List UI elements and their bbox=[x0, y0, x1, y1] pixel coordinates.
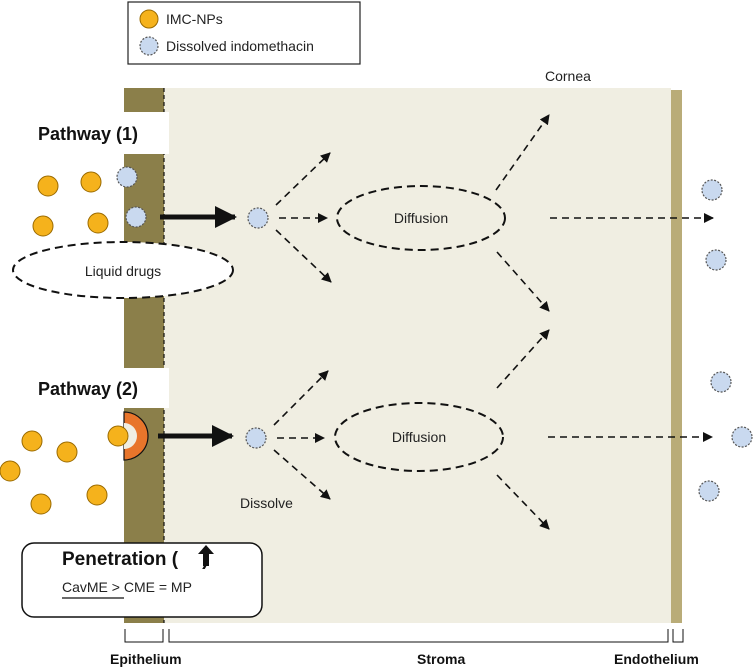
legend-dissolved-label: Dissolved indomethacin bbox=[166, 38, 314, 54]
arrow-up-icon bbox=[198, 545, 214, 566]
diffusion-ellipse-2 bbox=[334, 402, 504, 472]
nanoparticle bbox=[30, 493, 52, 515]
liquid-drugs-ellipse bbox=[12, 241, 234, 299]
liquid-drugs-label: Liquid drugs bbox=[85, 263, 161, 279]
nanoparticle bbox=[80, 171, 102, 193]
nanoparticle bbox=[37, 175, 59, 197]
nanoparticle bbox=[86, 484, 108, 506]
dissolved-drug bbox=[116, 166, 138, 188]
dissolved-drug bbox=[705, 249, 727, 271]
dissolved-drug bbox=[245, 427, 267, 449]
pathway-1-label: Pathway (1) bbox=[38, 124, 138, 144]
diffusion-1-label: Diffusion bbox=[394, 210, 448, 226]
dissolve-label: Dissolve bbox=[240, 495, 293, 511]
dissolved-drug bbox=[247, 207, 269, 229]
nanoparticle bbox=[21, 430, 43, 452]
dissolved-drug-legend-icon bbox=[139, 36, 159, 56]
released-drug-particles bbox=[698, 179, 753, 502]
endothelium-label: Endothelium bbox=[614, 651, 699, 667]
cornea-label: Cornea bbox=[545, 68, 591, 84]
legend-nanoparticle-label: IMC-NPs bbox=[166, 11, 223, 27]
layer-brackets bbox=[124, 629, 684, 643]
nanoparticle bbox=[0, 460, 21, 482]
stroma-layer bbox=[164, 88, 671, 623]
internalized-nanoparticle bbox=[107, 425, 129, 447]
nanoparticle-legend-icon bbox=[139, 9, 159, 29]
penetration-box: Penetration () CavME > CME = MP bbox=[21, 542, 263, 618]
endocytosis-vesicle-inner bbox=[124, 423, 137, 449]
pathway-2-particles bbox=[0, 430, 108, 515]
epithelium-label: Epithelium bbox=[110, 651, 182, 667]
penetration-ranking: CavME > CME = MP bbox=[62, 579, 192, 595]
dissolved-drug bbox=[698, 480, 720, 502]
pathway-1-spread-arrows bbox=[275, 114, 714, 312]
pathway-2-label: Pathway (2) bbox=[38, 379, 138, 399]
diffusion-ellipse-1 bbox=[336, 185, 506, 251]
legend: IMC-NPs Dissolved indomethacin bbox=[127, 1, 361, 65]
endothelium-layer bbox=[671, 90, 682, 623]
dissolved-drug bbox=[701, 179, 723, 201]
nanoparticle bbox=[32, 215, 54, 237]
dissolved-drug bbox=[125, 206, 147, 228]
pathway-2-spread-arrows bbox=[273, 329, 713, 530]
nanoparticle bbox=[87, 212, 109, 234]
pathway-1-particles bbox=[32, 166, 147, 237]
nanoparticle bbox=[56, 441, 78, 463]
diffusion-2-label: Diffusion bbox=[392, 429, 446, 445]
dissolved-drug bbox=[710, 371, 732, 393]
stroma-label: Stroma bbox=[417, 651, 465, 667]
dissolved-drug bbox=[731, 426, 753, 448]
